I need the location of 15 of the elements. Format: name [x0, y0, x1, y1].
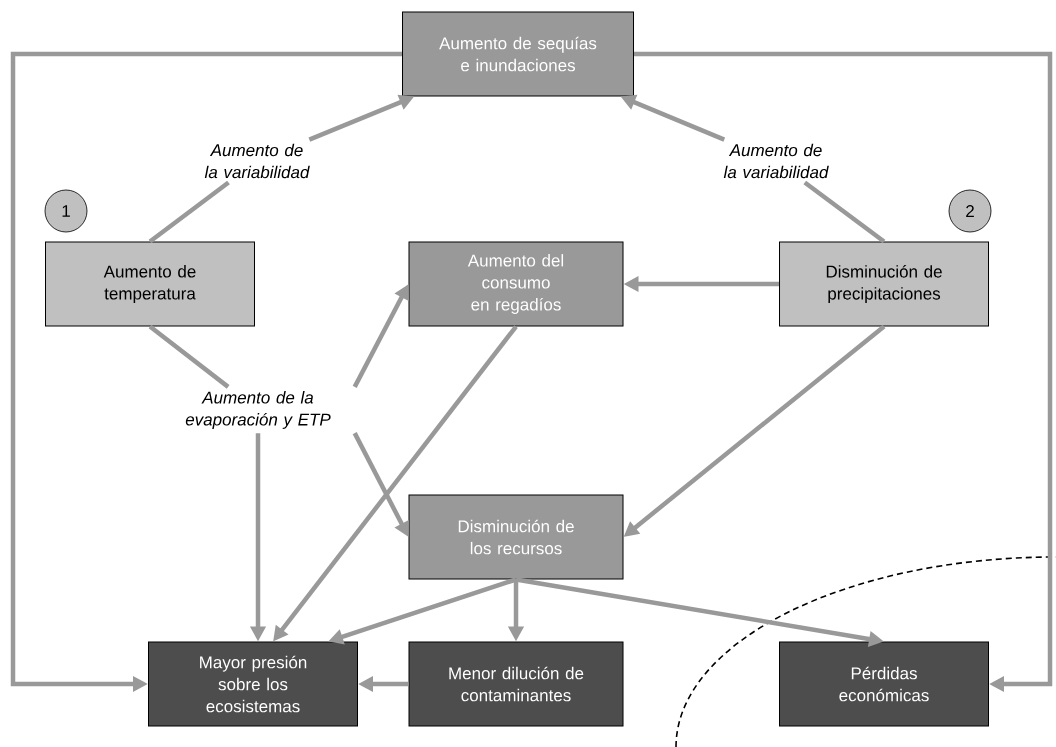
process-box: Aumento de sequías e inundaciones [402, 11, 634, 97]
effect-text: Aumento de la variabilidad [723, 143, 829, 179]
process-box: Menor dilución de contaminantes [408, 641, 624, 727]
connector-line [148, 324, 230, 389]
process-box: Mayor presión sobre los ecosistemas [148, 641, 358, 727]
arrow [634, 51, 1053, 693]
effect-text: Aumento de la variabilidad [204, 143, 310, 179]
process-box: Disminución de los recursos [408, 494, 624, 580]
connector-line [803, 180, 886, 244]
connector-line [148, 180, 230, 244]
process-box: Aumento de temperatura [45, 241, 255, 327]
process-box: Aumento del consumo en regadíos [408, 241, 624, 327]
effect-text: Aumento de la evaporación y ETP [185, 391, 331, 429]
process-box: Pérdidas económicas [779, 641, 989, 727]
process-box: Disminución de precipitaciones [779, 241, 989, 327]
